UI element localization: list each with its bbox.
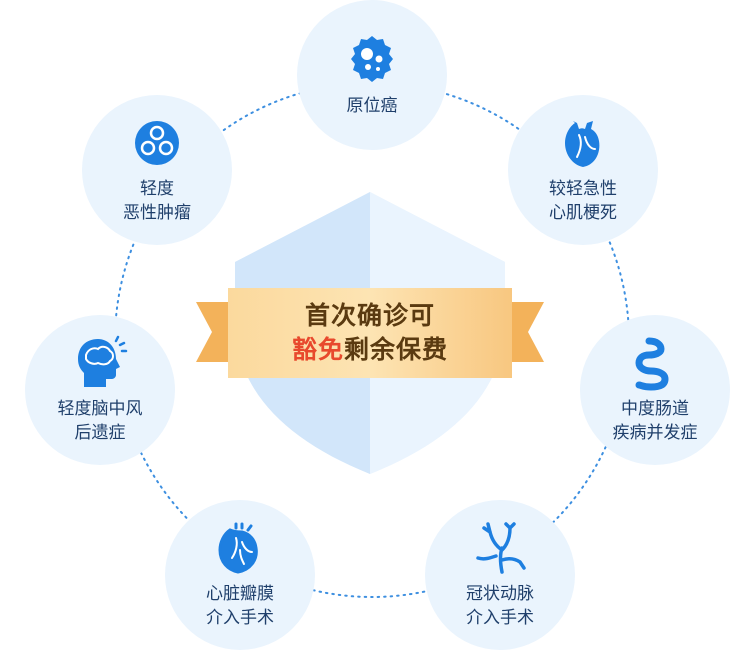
node-label-line: 疾病并发症 [612,423,698,443]
node-carcinoma-in-situ: 原位癌 [297,0,447,150]
banner-line-2: 豁免剩余保费 [292,333,448,367]
node-label-line: 较轻急性 [549,179,617,199]
node-label-line: 介入手术 [466,608,534,628]
node-myocardial-infarction: 较轻急性 心肌梗死 [508,95,658,245]
brain-head-icon [78,335,128,387]
banner-ribbon [196,288,544,378]
node-label-line: 冠状动脉 [466,584,534,604]
node-intestinal-disease: 中度肠道 疾病并发症 [580,315,730,465]
node-label-line: 轻度脑中风 [57,399,143,419]
intestine-icon [635,337,669,391]
node-label-line: 介入手术 [206,608,274,628]
node-label-line: 中度肠道 [621,399,689,419]
node-label-line: 轻度 [140,179,174,199]
node-heart-valve-intervention: 心脏瓣膜 介入手术 [165,500,315,650]
banner-line-1: 首次确诊可 [304,301,435,330]
node-label-line: 心脏瓣膜 [206,584,274,604]
node-label-line: 后遗症 [74,423,126,443]
node-coronary-intervention: 冠状动脉 介入手术 [425,500,575,650]
heart-icon [565,121,600,167]
node-malignant-tumor: 轻度 恶性肿瘤 [82,95,232,245]
heart-valve-icon [218,522,258,574]
node-stroke-sequelae: 轻度脑中风 后遗症 [25,315,175,465]
cell-icon [351,36,393,82]
banner-highlight: 豁免 [291,335,344,364]
artery-icon [476,522,526,574]
node-label-line: 心肌梗死 [549,203,617,223]
node-label-line: 原位癌 [346,96,398,116]
center-banner: 首次确诊可 豁免剩余保费 [228,288,512,378]
cells-cluster-icon [135,121,179,165]
node-label-line: 恶性肿瘤 [123,203,191,223]
banner-line-2-rest: 剩余保费 [344,335,449,364]
